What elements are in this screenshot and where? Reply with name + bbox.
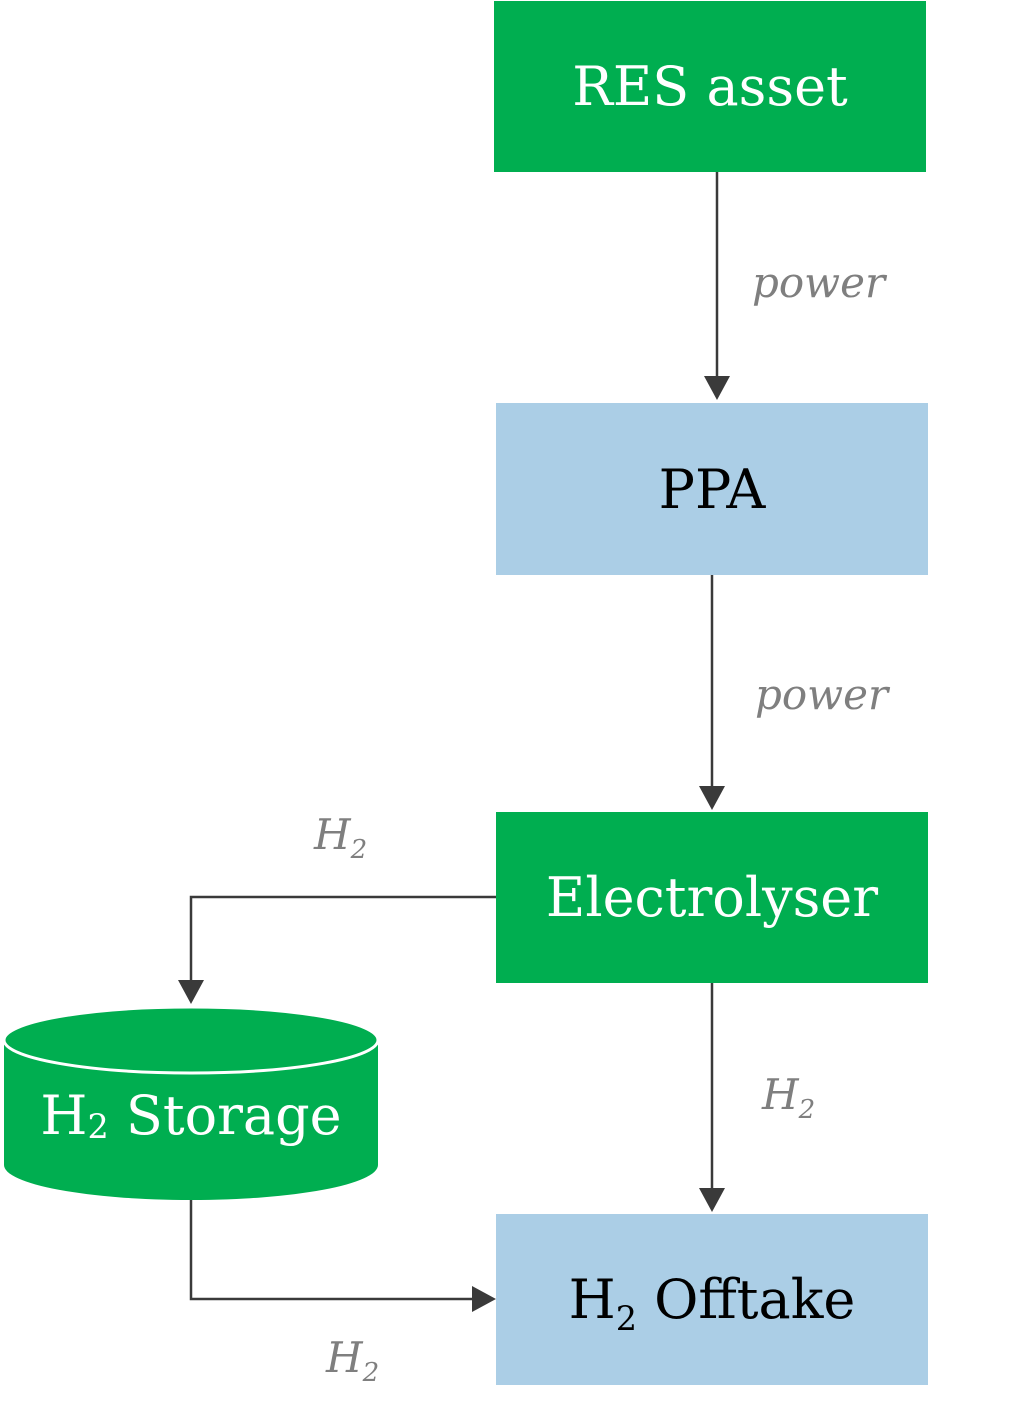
edge-label-h2-offtake: H2 bbox=[762, 1070, 816, 1126]
arrowhead-icon bbox=[699, 1188, 725, 1212]
node-res-asset[interactable]: RES asset bbox=[494, 1, 926, 172]
edge-label-power-1: power bbox=[752, 258, 886, 307]
edge-label-h2-storage: H2 bbox=[314, 810, 368, 866]
node-label: PPA bbox=[658, 457, 766, 521]
node-label: Electrolyser bbox=[545, 866, 879, 929]
node-h2-storage[interactable] bbox=[4, 1005, 378, 1200]
cylinder-body bbox=[4, 1040, 378, 1200]
arrowhead-icon bbox=[699, 786, 725, 810]
arrowhead-icon bbox=[178, 980, 204, 1004]
arrowhead-icon bbox=[472, 1286, 496, 1312]
edge-electrolyser-to-storage bbox=[178, 895, 497, 1004]
edge-res-to-ppa bbox=[704, 172, 730, 400]
arrowhead-icon bbox=[704, 376, 730, 400]
node-label: RES asset bbox=[572, 55, 848, 118]
edge-electrolyser-to-offtake bbox=[699, 983, 725, 1212]
node-h2-offtake[interactable]: H2 Offtake bbox=[496, 1214, 928, 1385]
edge-label-h2-storage-offtake: H2 bbox=[326, 1333, 380, 1389]
node-electrolyser[interactable]: Electrolyser bbox=[496, 812, 928, 983]
node-ppa[interactable]: PPA bbox=[496, 403, 928, 575]
node-label: H2 Offtake bbox=[568, 1268, 856, 1338]
edge-label-power-2: power bbox=[755, 670, 889, 719]
edge-storage-to-offtake bbox=[189, 1200, 496, 1312]
edge-ppa-to-electrolyser bbox=[699, 575, 725, 810]
cylinder-top bbox=[4, 1005, 378, 1075]
